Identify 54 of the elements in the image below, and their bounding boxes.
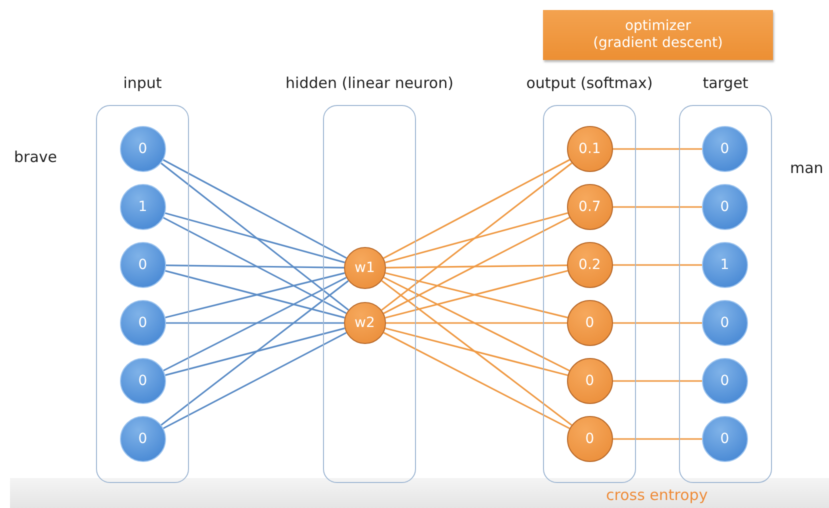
neuron-circle: 0 <box>702 184 748 230</box>
connection-line <box>613 438 702 440</box>
neuron-circle: 1 <box>120 184 166 230</box>
neuron-circle: w1 <box>344 246 386 289</box>
connection-line <box>165 328 345 376</box>
connection-line <box>613 380 702 382</box>
neuron-circle: 0 <box>120 358 166 404</box>
connection-line <box>383 216 570 314</box>
neuron-circle: 0 <box>566 358 613 404</box>
neuron-circle: 0 <box>120 242 166 288</box>
neuron-circle: 0.1 <box>566 126 613 172</box>
connection-line <box>166 264 344 269</box>
connection-line <box>385 327 568 376</box>
connection-line <box>613 322 702 324</box>
connection-line <box>386 322 567 324</box>
neuron-circle: 0 <box>120 300 166 346</box>
connection-line <box>164 212 345 264</box>
neuron-circle: 0 <box>120 416 166 462</box>
layer-heading: output (softmax) <box>526 74 653 92</box>
neuron-circle: 0 <box>566 300 613 346</box>
layer-heading: input <box>123 74 162 92</box>
layer-heading: hidden (linear neuron) <box>286 74 454 92</box>
connection-line <box>386 264 568 269</box>
neuron-circle: 0 <box>120 126 166 172</box>
connection-line <box>163 332 347 430</box>
neuron-circle: 1 <box>702 242 748 288</box>
optimizer-box: optimizer (gradient descent) <box>543 10 773 60</box>
loss-label: cross entropy <box>606 486 708 504</box>
connection-line <box>385 212 568 264</box>
connection-line <box>613 264 702 266</box>
connection-line <box>613 206 702 208</box>
connection-line <box>381 280 572 426</box>
neuron-circle: 0.2 <box>566 242 613 288</box>
neuron-circle: 0.7 <box>566 184 613 230</box>
connection-line <box>160 280 349 426</box>
word-label: brave <box>14 148 57 166</box>
connection-line <box>163 276 347 372</box>
layer-heading: target <box>702 74 748 92</box>
connection-line <box>162 159 347 259</box>
neuron-circle: 0 <box>566 416 613 462</box>
word-label: man <box>790 159 824 177</box>
neuron-circle: 0 <box>702 300 748 346</box>
connection-line <box>383 332 570 430</box>
neuron-circle: 0 <box>702 416 748 462</box>
neuron-circle: 0 <box>702 358 748 404</box>
neuron-circle: 0 <box>702 126 748 172</box>
connection-line <box>381 162 572 311</box>
connection-line <box>613 148 702 150</box>
connection-line <box>166 322 344 324</box>
connection-line <box>160 162 349 311</box>
connection-line <box>383 159 570 259</box>
neuron-circle: w2 <box>344 302 386 344</box>
connection-line <box>163 216 347 314</box>
connection-line <box>383 276 570 372</box>
